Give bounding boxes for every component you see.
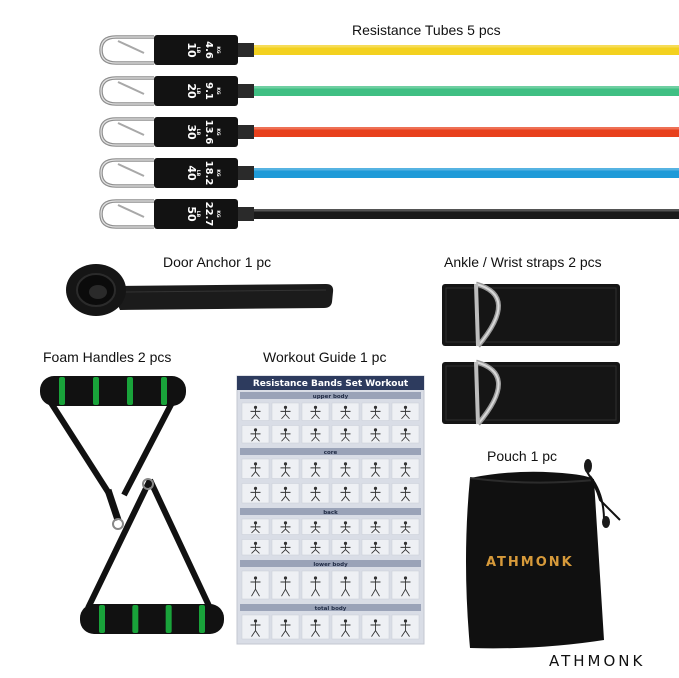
tube-lb-unit: LB [195,211,201,218]
tube-lb-unit: LB [195,47,201,54]
tube-body [254,209,679,219]
poster-section-title: total body [315,606,347,612]
ankle-strap-bottom [442,359,620,426]
tube-kg-value: 22.7 [203,202,214,227]
tube-body [254,86,679,96]
tube-kg-value: 18.2 [203,161,214,186]
foam-handle-bottom [80,478,224,634]
workout-guide-poster: Resistance Bands Set Workout upper body c… [236,375,425,645]
carabiner-icon [99,199,154,229]
poster-title: Resistance Bands Set Workout [253,379,409,389]
tube-body [254,127,679,137]
tube-lb-value: 50 [185,206,198,222]
tube-lb-value: 20 [185,83,198,99]
foam-ring [59,377,65,405]
tube-lb-value: 30 [185,124,198,140]
carabiner-icon [99,158,154,188]
carabiner-icon [99,76,154,106]
door-anchor [66,264,334,316]
ankle-strap-top [442,281,620,348]
poster-section-title: lower body [313,562,348,568]
poster-section-title: upper body [313,394,349,400]
pouch-brand: ATHMONK [486,555,574,570]
foam-ring [165,605,172,633]
tube-lb-unit: LB [195,170,201,177]
tube-kg-unit: KG [215,210,221,217]
tube-lb-value: 40 [185,165,198,181]
carabiner-icon [99,35,154,65]
tube-body [254,168,679,178]
foam-ring [127,377,133,405]
foam-ring [132,605,139,633]
pouch-label: Pouch 1 pc [487,448,558,464]
foam-handle-top [40,376,186,530]
workout-guide-label: Workout Guide 1 pc [263,349,387,365]
tube-kg-unit: KG [215,128,221,135]
tubes-label: Resistance Tubes 5 pcs [352,22,501,38]
carabiner-icon [99,117,154,147]
foam-ring [99,605,105,633]
tube-kg-value: 4.6 [203,41,214,59]
tube-lb-unit: LB [195,129,201,136]
door-anchor-label: Door Anchor 1 pc [163,254,272,270]
ankle-straps-label: Ankle / Wrist straps 2 pcs [444,254,602,270]
poster-section-title: back [323,510,338,516]
poster-section-title: core [324,450,338,456]
footer-brand: ATHMONK [549,652,646,670]
tube-kg-unit: KG [215,87,221,94]
tube-lb-value: 10 [185,42,198,58]
tube-kg-value: 13.6 [203,120,214,145]
foam-ring [93,377,99,405]
tube-kg-unit: KG [215,46,221,53]
foam-handles-label: Foam Handles 2 pcs [43,349,172,365]
tube-lb-unit: LB [195,88,201,95]
tube-kg-unit: KG [215,169,221,176]
foam-ring [161,377,167,405]
foam-ring [199,605,205,633]
tube-kg-value: 9.1 [203,82,214,100]
tube-body [254,45,679,55]
pouch [466,459,621,649]
